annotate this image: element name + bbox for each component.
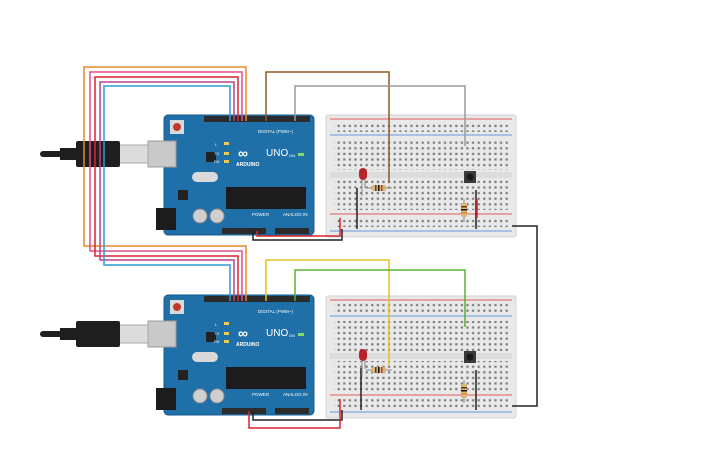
analog-label: ANALOG IN [283,212,308,217]
led-tx-label: TX [214,331,219,336]
digital-label: DIGITAL (PWM~) [258,309,293,314]
reset-button-cap [173,123,181,131]
resistor-top-led [366,185,392,191]
resistor-bottom-btn [461,380,467,403]
wire-red [94,76,239,301]
analog-header [275,228,309,234]
led-rx-label: RX [214,339,220,344]
wire-red-5v [256,218,341,237]
power-jack [156,208,176,230]
top-circuit-wires [252,71,478,241]
led-rx-label: RX [214,159,220,164]
wire-blue [103,85,231,301]
power-header [222,408,266,414]
brand-label: ARDUINO [236,342,259,348]
breadboard-top [325,114,517,238]
usb-port [147,140,177,168]
led-l-label: L [215,322,218,327]
digital-header [204,116,310,122]
wire-brown [265,71,390,183]
resistor-bottom-led [366,367,392,373]
wire-black-gnd [252,229,343,241]
power-label: POWER [252,212,270,217]
resistor-top-btn [461,199,467,222]
wire-gray [294,85,466,146]
wire-yellow [265,259,390,365]
power-jack [156,388,176,410]
wire-black-gnd [252,410,343,421]
led-on-label: ON [289,153,295,158]
crystal [192,172,218,182]
red-led-bottom [359,349,367,377]
pushbutton-bottom[interactable] [464,351,476,363]
arduino-logo-icon: ∞ [238,145,248,161]
analog-label: ANALOG IN [283,392,308,397]
digital-label: DIGITAL (PWM~) [258,129,293,134]
arduino-uno-bottom: L TX RX ON ∞ UNO ARDUINO DIGITAL (PWM~) … [147,294,315,416]
breadboard-bottom [325,295,517,419]
usb-cable-bottom [40,321,149,347]
reset-button-cap [173,303,181,311]
power-label: POWER [252,392,270,397]
led-l-label: L [215,142,218,147]
usb-port [147,320,177,348]
wire-green [294,269,466,327]
model-label: UNO [266,148,288,159]
red-led-top [359,168,367,196]
digital-header [204,296,310,302]
wire-magenta [99,81,235,301]
microcontroller-chip [226,367,306,389]
analog-header [275,408,309,414]
brand-label: ARDUINO [236,162,259,168]
wire-pink [89,71,243,301]
inter-board-wires [83,66,247,301]
bottom-circuit-wires [248,259,477,429]
microcontroller-chip [226,187,306,209]
usb-cable-top [40,141,149,167]
arduino-logo-icon: ∞ [238,325,248,341]
model-label: UNO [266,328,288,339]
pushbutton-top[interactable] [464,171,476,183]
power-header [222,228,266,234]
crystal [192,352,218,362]
arduino-uno-top: L TX RX ON ∞ UNO ARDUINO DIGITAL (PWM~) … [147,114,315,236]
led-tx-label: TX [214,151,219,156]
wire-orange [83,66,247,301]
wire-black-shared-gnd [512,225,538,407]
led-on-label: ON [289,333,295,338]
wire-red-5v [248,399,341,429]
